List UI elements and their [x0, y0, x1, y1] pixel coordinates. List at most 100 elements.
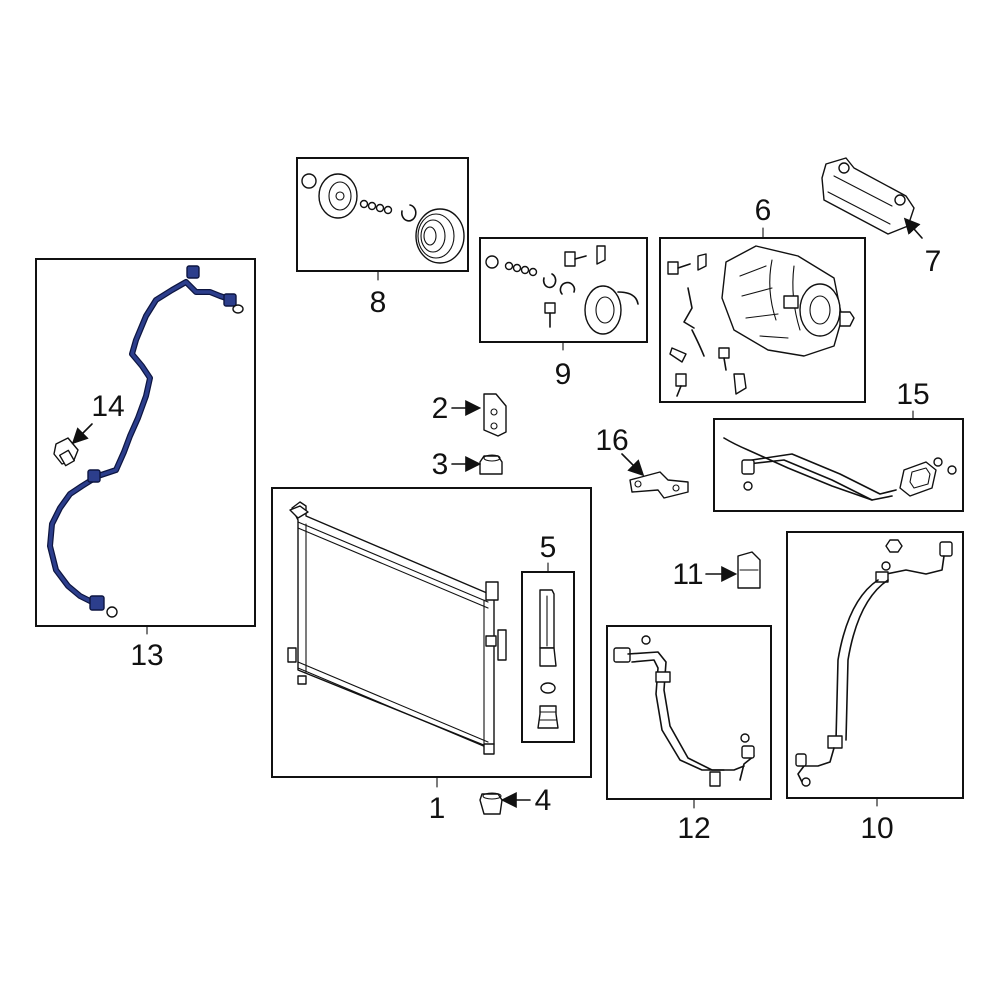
part-6-harness [691, 329, 705, 357]
part-9-field-coil [584, 285, 639, 335]
callout-8: 8 [370, 286, 387, 319]
part-12-frame [606, 625, 772, 800]
part-12-fitting-b [741, 745, 755, 759]
part-10-o-ring [881, 561, 891, 571]
part-12-crimp [709, 771, 721, 787]
part-9-screw [544, 302, 556, 328]
callout-16-arrow [621, 453, 645, 477]
part-15-o-ring-a [743, 481, 753, 491]
part-8-pulley [415, 208, 465, 264]
part-13-mid-clamp [87, 469, 101, 483]
callout-7: 7 [925, 245, 942, 278]
callout-5: 5 [540, 531, 557, 564]
callout-9: 9 [555, 358, 572, 391]
part-6-bolt-lower [675, 373, 687, 397]
part-15-hose-group: 15 [713, 378, 964, 512]
part-12-o-ring-a [641, 635, 651, 645]
callout-7-arrow [903, 217, 923, 239]
callout-14-arrow [71, 423, 93, 445]
part-15-fitting [741, 459, 755, 475]
part-9-shims [504, 261, 538, 277]
part-5-drier-group: 5 [521, 531, 575, 743]
part-13-fitting-lower [89, 595, 105, 611]
part-12-pipe-end [739, 755, 755, 781]
part-6-valve-cap [839, 311, 855, 327]
part-6-shim-plate [669, 347, 687, 363]
part-15-line-b [751, 453, 897, 495]
part-13-o-ring-lower [106, 606, 118, 618]
callout-10: 10 [860, 812, 893, 845]
part-1-condenser-group: 1 [271, 487, 592, 825]
part-13-frame [35, 258, 256, 627]
part-15-frame [713, 418, 964, 512]
callout-3: 3 [432, 448, 449, 481]
part-12-fitting-a [613, 647, 631, 663]
part-14-pressure-switch: 14 [53, 390, 125, 467]
part-12-hose-group: 12 [606, 625, 772, 845]
part-16-bracket: 16 [595, 424, 689, 499]
part-13-line [48, 280, 234, 604]
part-10-fitting-bottom [795, 753, 807, 767]
part-13-suction-line-group: 13 [35, 258, 256, 672]
part-8-armature-plate [318, 173, 358, 219]
callout-12: 12 [677, 812, 710, 845]
part-6-bolt [667, 261, 691, 275]
part-13-o-ring-upper [232, 304, 244, 314]
part-15-flange-plate [899, 461, 937, 497]
callout-14: 14 [91, 390, 124, 423]
part-6-screw-mid [718, 347, 730, 371]
part-10-o-ring-bottom [801, 777, 811, 787]
part-3-cap: 3 [432, 448, 503, 481]
part-12-hose [627, 651, 745, 771]
part-10-hose-group: 10 [786, 531, 964, 845]
part-10-hose-inner [845, 579, 889, 741]
part-9-field-coil-group: 9 [479, 237, 648, 391]
callout-4: 4 [535, 784, 552, 817]
part-13-fitting-upper [223, 293, 237, 307]
part-9-bolt [564, 251, 587, 267]
part-10-frame [786, 531, 964, 799]
part-10-crimp-top [875, 571, 889, 583]
part-5-plug [537, 705, 559, 729]
part-8-snap-ring [401, 204, 417, 222]
callout-2: 2 [432, 392, 449, 425]
part-6-compressor-body [721, 245, 843, 357]
part-15-line-c [747, 459, 873, 501]
callout-16: 16 [595, 424, 628, 457]
part-4-plug: 4 [479, 784, 552, 817]
part-9-snap-ring-b [559, 281, 576, 295]
part-10-hose-outer [835, 579, 879, 741]
callout-1: 1 [429, 792, 446, 825]
part-8-clutch-kit-group: 8 [296, 157, 469, 319]
callout-13: 13 [130, 639, 163, 672]
part-11-clip: 11 [672, 551, 761, 591]
part-2-bracket: 2 [432, 392, 507, 437]
part-5-desiccant [539, 589, 557, 667]
callout-15: 15 [896, 378, 929, 411]
part-6-bracket-wire [683, 287, 695, 329]
part-6-compressor-group: 6 [659, 194, 866, 403]
part-9-clip [596, 245, 606, 265]
part-9-nut [485, 255, 499, 269]
part-7-bracket: 7 [821, 157, 942, 278]
part-10-nut [885, 539, 903, 553]
part-8-nut [301, 173, 317, 189]
callout-11: 11 [672, 558, 703, 591]
part-12-hose-inner [631, 659, 725, 771]
part-5-o-ring [540, 682, 556, 694]
part-1-condenser-core [287, 501, 507, 755]
part-9-frame [479, 237, 648, 343]
part-15-line-a [723, 437, 893, 501]
part-10-pipe-bottom [797, 747, 835, 783]
part-15-o-ring-b [933, 457, 943, 467]
part-9-snap-ring-a [542, 273, 557, 289]
part-12-collar [655, 671, 671, 683]
part-1-frame [271, 487, 592, 778]
part-8-frame [296, 157, 469, 272]
part-10-pipe-top [885, 555, 945, 575]
part-13-top-nut [186, 265, 200, 279]
part-6-sensor [733, 373, 747, 395]
part-10-fitting-top [939, 541, 953, 557]
part-10-crimp-bottom [827, 735, 843, 749]
